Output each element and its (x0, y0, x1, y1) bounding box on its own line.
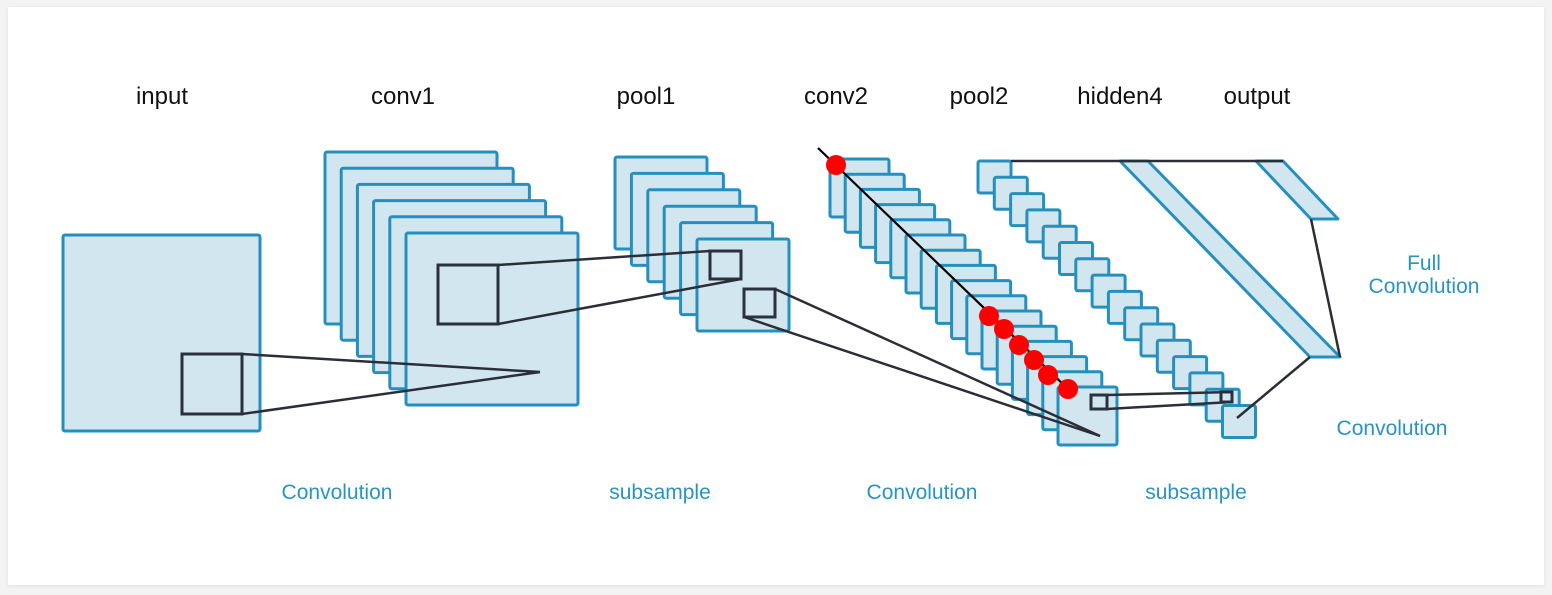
marker-dot (979, 306, 999, 326)
layer-title-input: input (136, 83, 188, 110)
connector-conv2-pool2-bottom (1106, 400, 1233, 411)
pool1-feature-map (695, 237, 791, 333)
connector-hidden4-output (1309, 218, 1342, 358)
marker-dot (994, 319, 1014, 339)
connector-input-conv1-top (241, 352, 541, 374)
op-label-subsample-1: subsample (609, 481, 711, 504)
layer-title-hidden4: hidden4 (1077, 83, 1162, 110)
marker-dot (1058, 379, 1078, 399)
layer-title-conv2: conv2 (804, 83, 868, 110)
marker-dot (1038, 365, 1058, 385)
marker-dot (1009, 335, 1029, 355)
op-label-subsample-2: subsample (1145, 481, 1247, 504)
input-layer (61, 233, 262, 433)
connector-conv1-pool1-top (497, 249, 711, 267)
input-feature-map (61, 233, 262, 433)
connection-lines (241, 159, 1342, 438)
pool2-layer (976, 159, 1257, 439)
pool1-kernel-window-1 (708, 249, 743, 281)
pool1-layer (613, 155, 791, 333)
layer-title-pool2: pool2 (950, 83, 1009, 110)
layer-title-conv1: conv1 (371, 83, 435, 110)
op-label-convolution-3: Convolution (1337, 417, 1448, 440)
connector-pool1-conv2-top (774, 287, 1101, 438)
layer-title-pool1: pool1 (617, 83, 676, 110)
pool1-kernel-window-2 (742, 287, 777, 319)
marker-dot (826, 155, 846, 175)
connector-input-conv1-bottom (241, 370, 541, 416)
op-label-convolution-1: Convolution (282, 481, 393, 504)
op-label-convolution-2: Convolution (867, 481, 978, 504)
marker-dot (1024, 350, 1044, 370)
pool2-feature-map (1221, 404, 1257, 439)
conv2-kernel-window (1089, 393, 1109, 411)
conv1-feature-map (404, 231, 580, 407)
connector-pool2-hidden4 (1236, 356, 1311, 419)
output-layer (1254, 159, 1340, 221)
output-vector (1254, 159, 1340, 221)
layer-title-output: output (1224, 83, 1291, 110)
conv1-layer (323, 150, 580, 407)
conv1-kernel-window (436, 263, 500, 326)
op-label-full: Full (1407, 252, 1441, 275)
annotation-overlay (817, 147, 1078, 399)
connector-conv1-pool1-bottom (497, 277, 742, 326)
op-label-full-convolution: Convolution (1369, 275, 1480, 298)
connector-conv2-pool2-top (1106, 390, 1233, 397)
connector-pool1-conv2-bottom (743, 315, 1101, 438)
input-kernel-window (180, 352, 244, 416)
